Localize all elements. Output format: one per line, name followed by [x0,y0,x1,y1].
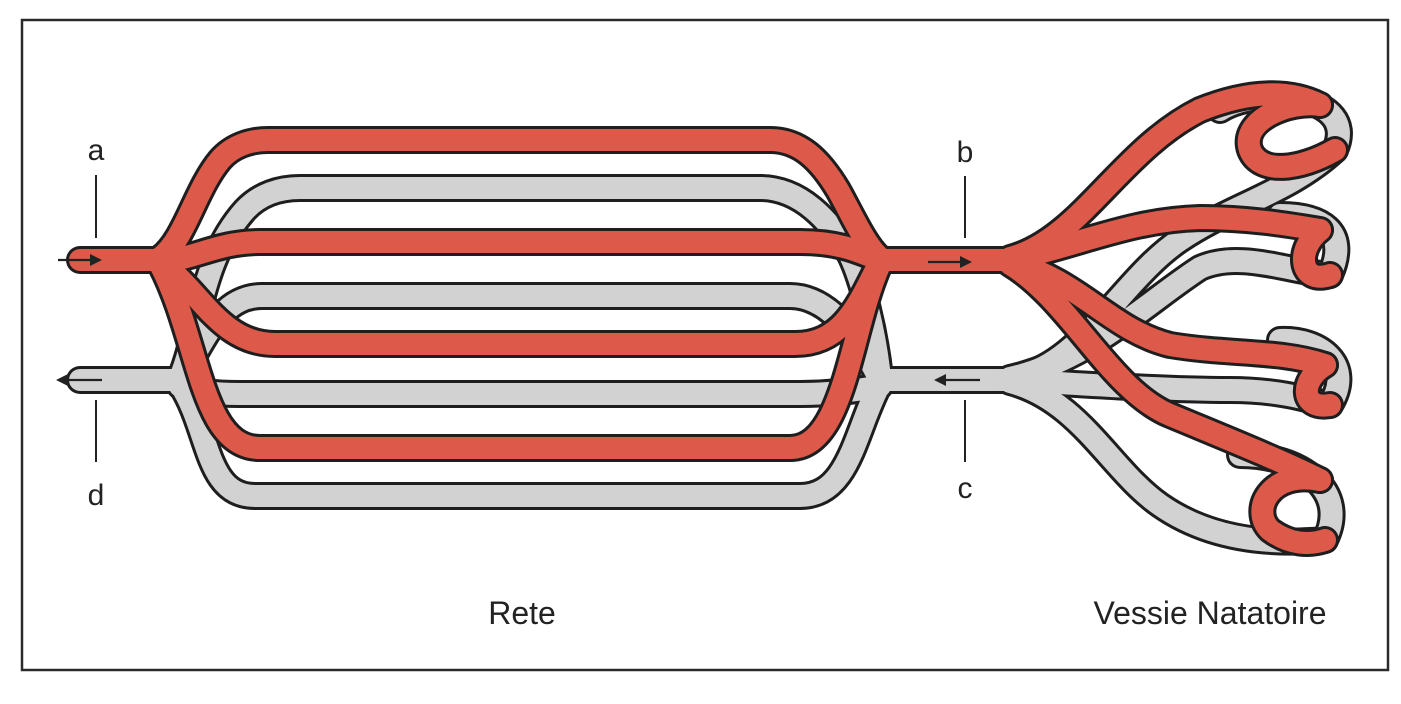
artery-bladder-1-fill [999,83,1331,269]
point-label-c: c [958,472,973,505]
veins-group [66,83,1353,556]
diagram-frame [20,18,1390,672]
caption-rete: Rete [488,595,556,631]
arrow-left-icon [56,374,102,386]
capillary-loop-3-artery-fill [1295,354,1341,417]
arteries-group [66,80,1349,557]
artery-bladder-4-fill [999,253,1331,491]
point-label-b: b [957,136,974,169]
artery-bladder-2-fill [999,207,1331,271]
artery-rete-top-fill [149,129,891,269]
caption-swim-bladder: Vessie Natatoire [1093,595,1326,631]
artery-bladder-3-fill [999,251,1336,376]
veins-outline [66,83,1353,556]
artery-rete-mid-fill [149,231,891,272]
artery-rete-bottom-fill [149,253,891,459]
point-label-d: d [88,479,105,512]
arrow-right-icon [58,254,102,266]
flow-arrows [56,254,980,386]
point-label-a: a [88,134,105,167]
arrow-left-icon [934,374,980,386]
vein-rete-lower-fill [169,375,891,405]
vein-rete-bottom-fill [169,373,891,507]
arteries-fill [69,83,1346,554]
capillary-loop-1-artery-fill [1237,93,1346,178]
capillary-loop-2-artery-fill [1293,219,1341,288]
vein-bladder-2-fill [999,250,1341,389]
arrow-right-icon [928,256,972,268]
capillary-loop-4-artery-fill [1251,467,1336,554]
point-markers [95,175,966,462]
